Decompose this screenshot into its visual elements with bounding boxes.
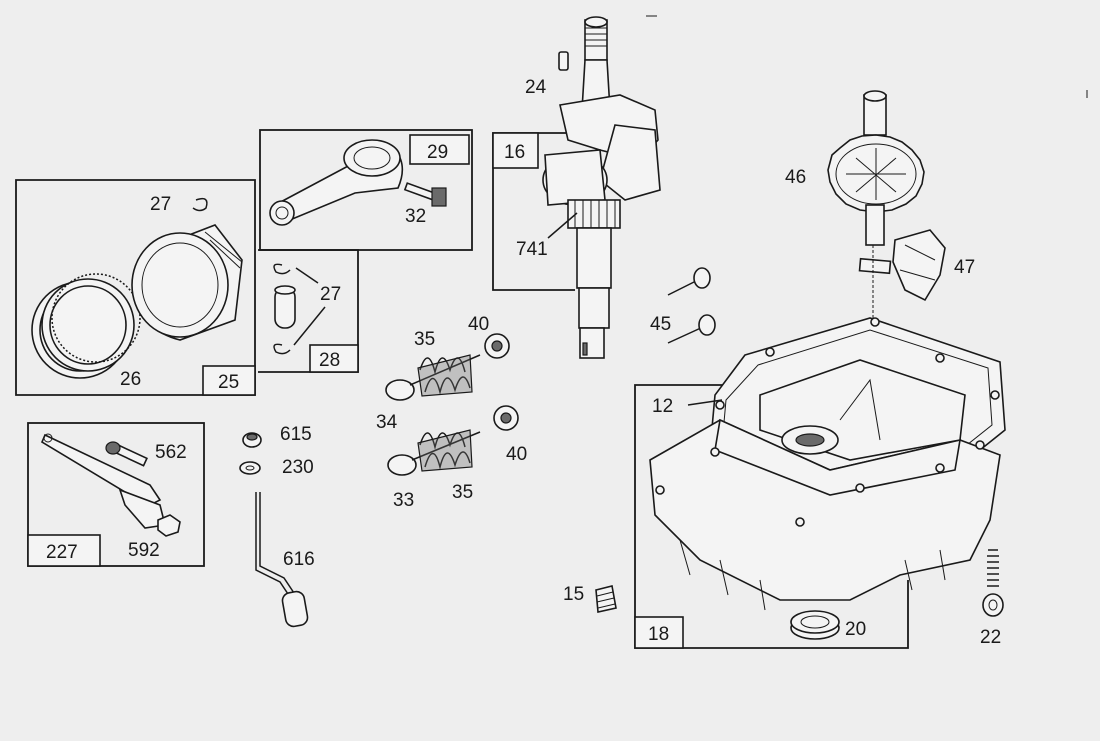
label-15: 15 [563,584,584,605]
label-616: 616 [283,549,315,570]
valve-retainer-lower [493,405,519,431]
exhaust-valve-assembly [385,354,481,401]
box-label-28: 28 [319,350,340,371]
box-label-18: 18 [648,624,669,645]
piston-box: 25 27 26 [15,179,256,396]
piston-rings [31,273,141,379]
label-40-bottom: 40 [506,444,527,465]
breather-valve [982,549,1004,617]
wrist-pin-box: 28 27 [258,249,359,373]
label-47: 47 [954,257,975,278]
sump-bolt-holes [655,317,1000,527]
wrist-pin [274,285,296,329]
label-741: 741 [516,239,548,260]
rod-616 [255,492,309,628]
label-27-top: 27 [150,194,171,215]
valve-spring-upper [417,354,473,397]
seal-615 [242,432,262,448]
governor-arm [40,433,166,529]
label-45: 45 [650,314,671,335]
drain-plug [595,585,617,613]
governor-nut [157,514,181,537]
box-label-29: 29 [427,142,448,163]
woodruff-key [558,51,569,71]
label-230: 230 [282,457,314,478]
crankshaft-box: 16 741 [492,16,661,359]
cam-gear [827,90,925,246]
tappet-lower [667,314,716,344]
governor-assembly [858,229,946,302]
label-46: 46 [785,167,806,188]
label-35-top: 35 [414,329,435,350]
piston [131,224,243,341]
sump-box: 18 [634,317,1006,649]
governor-screw [105,441,148,467]
box-label-25: 25 [218,372,239,393]
label-34: 34 [376,412,398,433]
label-26: 26 [120,369,141,390]
sump-housing [649,317,1006,611]
crankshaft [542,16,661,359]
label-20: 20 [845,619,866,640]
label-592: 592 [128,540,160,561]
governor-box: 227 562 592 [27,422,205,567]
box-label-227: 227 [46,542,78,563]
valve-retainer-upper [484,333,510,359]
label-32: 32 [405,206,426,227]
label-40-top: 40 [468,314,489,335]
label-615: 615 [280,424,312,445]
oil-seal [790,610,840,640]
valve-spring-lower [417,429,473,472]
connecting-rod-box: 29 32 [259,129,473,251]
tappet-upper [667,267,711,296]
washer-230 [239,461,261,475]
connecting-rod [269,139,404,226]
label-12: 12 [652,396,673,417]
label-24: 24 [525,77,547,98]
label-562: 562 [155,442,187,463]
label-35-bottom: 35 [452,482,473,503]
label-22: 22 [980,627,1001,648]
rod-bolt [403,182,447,207]
label-27-clip: 27 [320,284,341,305]
label-33: 33 [393,490,414,511]
intake-valve-assembly [387,429,481,476]
box-label-16: 16 [504,142,525,163]
